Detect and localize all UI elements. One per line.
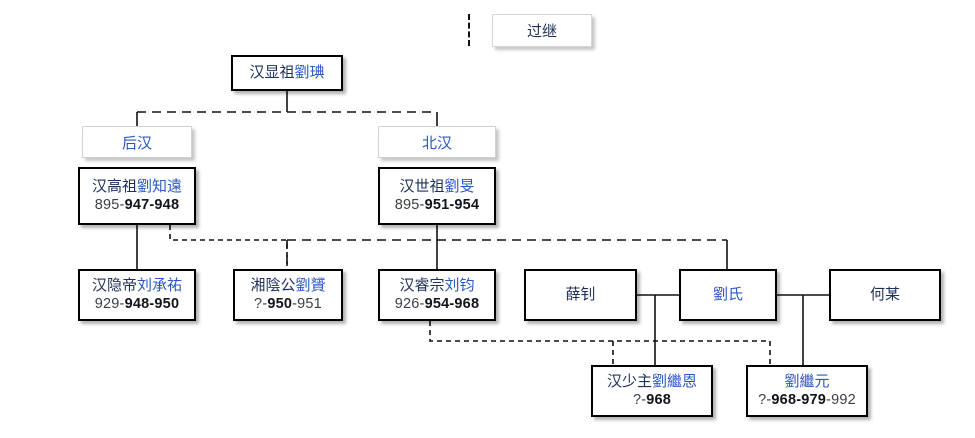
node-title-blue: 劉知遠	[137, 177, 183, 195]
node-dates-birth: 929-	[94, 296, 125, 313]
node-title: 劉氏	[713, 285, 743, 305]
node-xiangyingong-liuyun[interactable]: 湘陰公劉贇 ?-950-951	[233, 269, 343, 321]
node-dates: ?-950-951	[254, 295, 322, 314]
node-dates-reign: 948-950	[124, 296, 180, 313]
node-title-dark: 汉显祖	[249, 64, 295, 82]
node-dates-birth: 926-	[394, 296, 425, 313]
legend-adoption: 过继	[492, 14, 592, 47]
node-han-gaozu-liuzhiyuan[interactable]: 汉高祖劉知遠 895-947-948	[78, 167, 196, 225]
node-han-shizu-liumin[interactable]: 汉世祖劉旻 895-951-954	[378, 167, 496, 225]
node-title-dark: 何某	[869, 286, 900, 304]
node-dates-reign: 951-954	[424, 197, 480, 214]
node-title: 汉显祖劉琠	[249, 63, 324, 83]
group-header-later-han[interactable]: 后汉	[82, 126, 192, 158]
node-title-dark: 汉世祖	[399, 177, 445, 195]
node-dates: 895-947-948	[95, 196, 179, 215]
node-dates-death: -951	[292, 296, 322, 313]
node-title: 湘陰公劉贇	[250, 276, 325, 296]
group-header-northern-han-label: 北汉	[421, 134, 452, 152]
node-dates-birth: ?-	[632, 392, 647, 409]
node-dates-reign: 950	[267, 296, 293, 313]
node-dates-birth: 895-	[394, 197, 425, 214]
node-title-blue: 劉旻	[444, 177, 475, 195]
node-title-blue: 劉琠	[294, 64, 325, 82]
node-dates-reign: 947-948	[124, 197, 180, 214]
node-title-blue: 劉繼元	[784, 372, 830, 390]
node-dates-birth: ?-	[758, 392, 772, 409]
node-title: 薛钊	[565, 285, 595, 305]
node-title-blue: 刘钧	[444, 276, 475, 294]
node-title-dark: 汉隐帝	[91, 276, 137, 294]
node-title: 汉世祖劉旻	[399, 177, 474, 197]
node-dates-death: -992	[826, 392, 856, 409]
node-title-dark: 薛钊	[565, 286, 596, 304]
node-title-blue: 劉氏	[712, 286, 743, 304]
node-liujiyuan[interactable]: 劉繼元 ?-968-979-992	[746, 365, 868, 417]
node-title: 汉高祖劉知遠	[92, 177, 182, 197]
node-title-dark: 汉少主	[606, 372, 652, 390]
node-han-ruizong-liujun[interactable]: 汉睿宗刘钧 926-954-968	[378, 269, 496, 321]
node-dates-reign: 954-968	[424, 296, 480, 313]
node-dates: 895-951-954	[395, 196, 479, 215]
node-dates: 929-948-950	[95, 295, 179, 314]
node-title-blue: 劉繼恩	[652, 372, 698, 390]
node-hemou[interactable]: 何某	[829, 269, 941, 321]
node-title: 汉少主劉繼恩	[607, 372, 697, 392]
legend-dashed-line-icon	[468, 14, 470, 46]
legend-adoption-label: 过继	[526, 23, 557, 40]
node-dates: 926-954-968	[395, 295, 479, 314]
node-dates: ?-968-979-992	[758, 391, 856, 410]
node-title: 何某	[870, 285, 900, 305]
node-lady-liu[interactable]: 劉氏	[679, 269, 777, 321]
node-title: 劉繼元	[784, 372, 829, 392]
node-dates-birth: ?-	[254, 296, 268, 313]
node-title: 汉睿宗刘钧	[399, 276, 474, 296]
node-xuezhao[interactable]: 薛钊	[524, 269, 637, 321]
node-han-yindi-liuchengyou[interactable]: 汉隐帝刘承祐 929-948-950	[78, 269, 196, 321]
node-title-dark: 汉高祖	[91, 177, 137, 195]
group-header-later-han-label: 后汉	[121, 134, 152, 152]
node-title-blue: 劉贇	[295, 276, 326, 294]
node-han-shaozhu-liujien[interactable]: 汉少主劉繼恩 ?-968	[591, 365, 713, 417]
node-root-liudian[interactable]: 汉显祖劉琠	[231, 55, 343, 91]
node-title: 汉隐帝刘承祐	[92, 276, 182, 296]
node-title-blue: 刘承祐	[137, 276, 183, 294]
node-dates-birth: 895-	[94, 197, 125, 214]
node-dates-reign: 968	[646, 392, 672, 409]
group-header-northern-han[interactable]: 北汉	[378, 126, 496, 158]
node-title-dark: 湘陰公	[250, 276, 296, 294]
node-title-dark: 汉睿宗	[399, 276, 445, 294]
node-dates-reign: 968-979	[771, 392, 827, 409]
node-dates: ?-968	[633, 391, 671, 410]
